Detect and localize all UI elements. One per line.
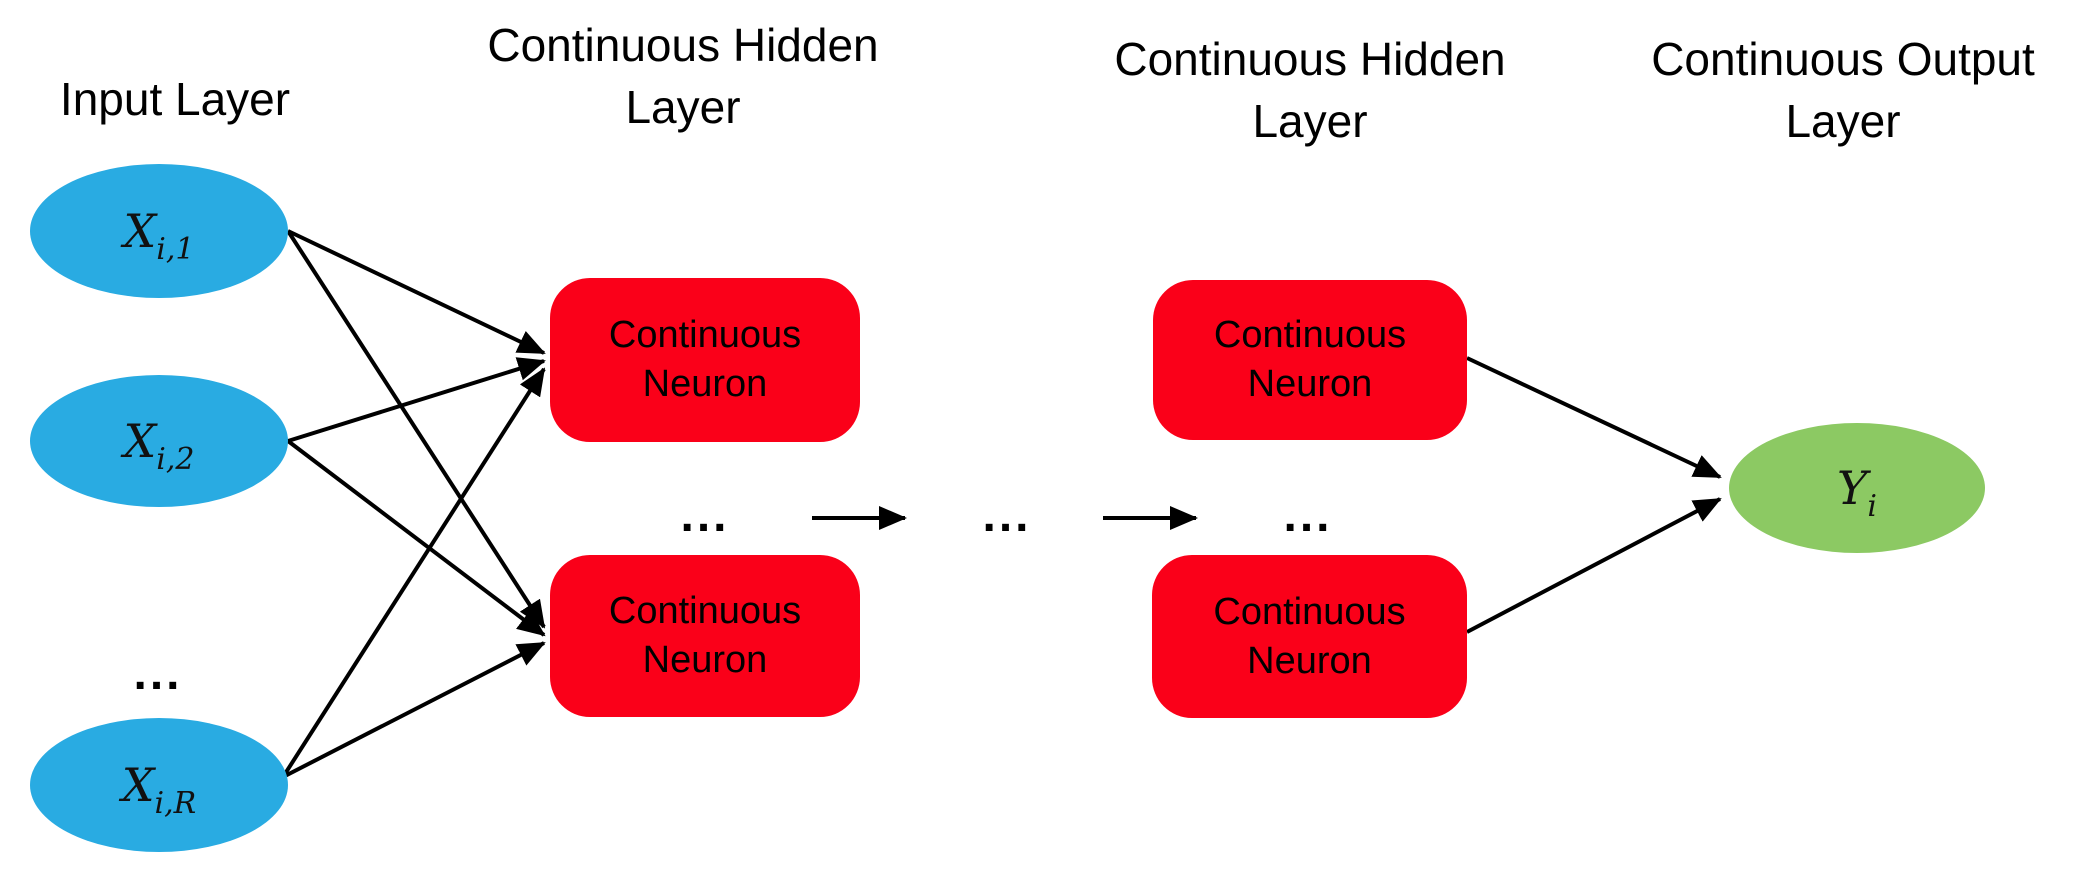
- hidden1-ellipsis: ...: [680, 489, 730, 542]
- hidden1-neuron-bottom: Continuous Neuron: [550, 555, 860, 717]
- input-node-R-label: Xi,R: [121, 758, 197, 821]
- hidden1-neuron-bottom-label: Continuous Neuron: [608, 590, 802, 681]
- output-node: Yi: [1729, 423, 1985, 553]
- hidden1-neuron-top-label: Continuous Neuron: [608, 314, 802, 405]
- edge-input2-hidden1b: [286, 439, 546, 637]
- edge-input2-hidden1a: [287, 357, 546, 443]
- hidden-layer-2-title: Continuous Hidden Layer: [1114, 33, 1506, 147]
- input-node-1-label: Xi,1: [123, 204, 195, 267]
- input-node-R: Xi,R: [30, 718, 288, 852]
- hidden2-neuron-bottom: Continuous Neuron: [1152, 555, 1467, 718]
- input-node-2-label: Xi,2: [123, 414, 195, 477]
- input-node-1: Xi,1: [30, 164, 288, 298]
- hidden2-neuron-bottom-label: Continuous Neuron: [1213, 590, 1406, 682]
- edge-inputR-hidden1a: [281, 367, 546, 779]
- edge-input1-hidden1b: [286, 229, 546, 629]
- input-ellipsis: ...: [133, 647, 183, 700]
- output-layer-title: Continuous Output Layer: [1651, 33, 2035, 147]
- edge-hidden2b-output: [1466, 497, 1722, 634]
- input-node-2: Xi,2: [30, 375, 288, 507]
- edge-hidden2a-output: [1466, 356, 1722, 479]
- edge-input1-hidden1a: [287, 229, 546, 355]
- hidden-layer-1-title: Continuous Hidden Layer: [487, 19, 879, 133]
- hidden2-neuron-top: Continuous Neuron: [1153, 280, 1467, 440]
- hidden1-neuron-top: Continuous Neuron: [550, 278, 860, 442]
- hidden2-ellipsis: ...: [1283, 489, 1333, 542]
- between-layers-ellipsis: ...: [982, 489, 1032, 542]
- hidden2-neuron-top-label: Continuous Neuron: [1213, 314, 1407, 405]
- input-layer-title: Input Layer: [59, 73, 291, 125]
- edge-inputR-hidden1b: [282, 641, 546, 779]
- output-node-label: Yi: [1837, 461, 1877, 524]
